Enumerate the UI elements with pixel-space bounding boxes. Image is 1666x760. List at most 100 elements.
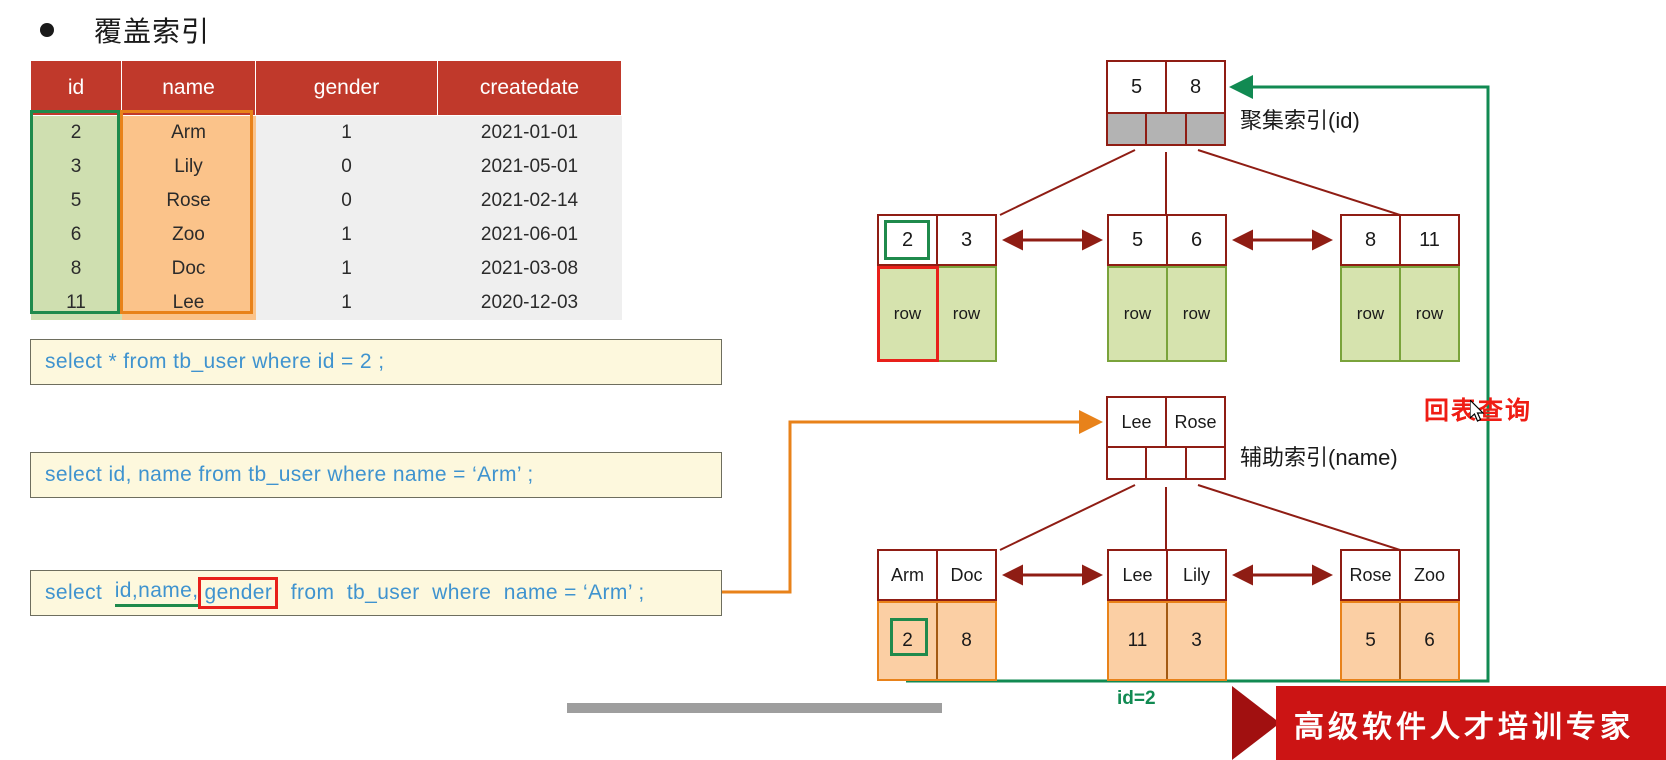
id-column-highlight [30, 110, 120, 314]
banner-text: 高级软件人才培训专家 [1294, 711, 1634, 744]
banner-wedge [1232, 686, 1280, 760]
bullet-icon [40, 23, 54, 37]
cell-createdate: 2021-05-01 [437, 150, 622, 184]
row-data-cell: row [893, 304, 922, 323]
cell-name: Lily [121, 150, 256, 184]
clustered-root-node: 5 8 [1106, 60, 1226, 114]
clustered-leaf-data: row row [1107, 266, 1227, 362]
sql-text-1: select * from tb_user where id = 2 ; [45, 350, 385, 373]
cell-createdate: 2021-02-14 [437, 184, 622, 218]
table-row: 3 Lily 0 2021-05-01 [30, 150, 622, 184]
row-data-cell: row [936, 268, 995, 360]
sql-text-2: select id, name from tb_user where name … [45, 463, 534, 486]
cell-id: 8 [30, 252, 122, 286]
secondary-leaf-key: Lee [1109, 551, 1166, 599]
cell-name: Doc [121, 252, 256, 286]
secondary-id-cell: 11 [1127, 630, 1148, 651]
cell-createdate: 2021-01-01 [437, 115, 622, 150]
secondary-leaf-ids: 11 3 [1107, 601, 1227, 681]
pointer-cell [1184, 114, 1224, 144]
row-data-cell: row [1166, 268, 1225, 360]
secondary-leaf-node: Arm Doc [877, 549, 997, 601]
clustered-leaf-key: 6 [1166, 216, 1225, 264]
clustered-index-label: 聚集索引(id) [1240, 108, 1360, 133]
cell-id: 6 [30, 218, 122, 252]
cell-name: Rose [121, 184, 256, 218]
clustered-root-pointers [1106, 114, 1226, 146]
table-row: 11 Lee 1 2020-12-03 [30, 286, 622, 320]
cell-id: 3 [30, 150, 122, 184]
cell-name: Lee [121, 286, 256, 320]
user-data-table: id name gender createdate 2 Arm 1 2021-0… [30, 60, 622, 320]
table-row: 8 Doc 1 2021-03-08 [30, 252, 622, 286]
row-data-cell: row [1123, 304, 1152, 323]
secondary-id-cell: 2 [902, 630, 913, 651]
clustered-leaf-key: 3 [936, 216, 995, 264]
banner-bar [1276, 686, 1666, 760]
cell-gender: 1 [255, 252, 438, 286]
pointer-cell [1108, 114, 1145, 144]
cell-gender: 0 [255, 150, 438, 184]
secondary-root-key: Lee [1108, 398, 1165, 446]
pointer-cell [1184, 448, 1224, 478]
clustered-leaf-key: 5 [1109, 216, 1166, 264]
name-column-highlight [120, 110, 253, 314]
secondary-leaf-key: Lily [1166, 551, 1225, 599]
pointer-cell [1108, 448, 1145, 478]
mouse-cursor-icon [1470, 400, 1485, 422]
secondary-leaf-ids: 2 8 [877, 601, 997, 681]
progress-bar[interactable] [567, 703, 942, 713]
secondary-id-cell: 3 [1166, 603, 1225, 679]
row-data-cell: row [1356, 304, 1385, 323]
slide-heading: 覆盖索引 [40, 10, 210, 50]
column-header-createdate: createdate [437, 60, 622, 116]
secondary-leaf-node: Rose Zoo [1340, 549, 1460, 601]
column-header-gender: gender [255, 60, 438, 116]
table-row: 6 Zoo 1 2021-06-01 [30, 218, 622, 252]
pointer-cell [1145, 114, 1184, 144]
sql-statement-3: select id,name,gender from tb_user where… [30, 570, 722, 616]
sql-statement-2: select id, name from tb_user where name … [30, 452, 722, 498]
clustered-root-key: 8 [1165, 62, 1224, 112]
clustered-key-2-highlight [884, 220, 930, 260]
table-row: 5 Rose 0 2021-02-14 [30, 184, 622, 218]
clustered-leaf-node: 2 3 [877, 214, 997, 266]
secondary-root-pointers [1106, 448, 1226, 480]
secondary-leaf-key: Doc [936, 551, 995, 599]
table-header-row: id name gender createdate [30, 60, 622, 116]
cell-id: 5 [30, 184, 122, 218]
cell-id: 11 [30, 286, 122, 320]
secondary-leaf-ids: 5 6 [1340, 601, 1460, 681]
cell-gender: 1 [255, 286, 438, 320]
secondary-index-label: 辅助索引(name) [1240, 445, 1398, 470]
cell-gender: 0 [255, 184, 438, 218]
pointer-cell [1145, 448, 1184, 478]
cell-gender: 1 [255, 218, 438, 252]
cell-gender: 1 [255, 115, 438, 150]
secondary-id-cell: 6 [1399, 603, 1458, 679]
secondary-root-key: Rose [1165, 398, 1224, 446]
clustered-leaf-key: 2 [879, 216, 936, 264]
secondary-leaf-node: Lee Lily [1107, 549, 1227, 601]
row-data-cell: row [1399, 268, 1458, 360]
table-row: 2 Arm 1 2021-01-01 [30, 115, 622, 150]
secondary-leaf-key: Rose [1342, 551, 1399, 599]
id-equals-label: id=2 [1117, 688, 1156, 709]
secondary-leaf-key: Zoo [1399, 551, 1458, 599]
cell-name: Arm [121, 115, 256, 150]
sql-statement-1: select * from tb_user where id = 2 ; [30, 339, 722, 385]
cell-id: 2 [30, 115, 122, 150]
sql-text-3a: select [45, 581, 115, 604]
secondary-root-node: Lee Rose [1106, 396, 1226, 448]
cell-createdate: 2020-12-03 [437, 286, 622, 320]
secondary-id-2-highlight [890, 618, 928, 656]
sql-text-3b: from tb_user where name = ‘Arm’ ; [278, 581, 645, 604]
secondary-id-cell: 5 [1365, 630, 1376, 651]
clustered-leaf-key: 11 [1399, 216, 1458, 264]
clustered-leaf-data: row row [1340, 266, 1460, 362]
clustered-row-highlight [877, 266, 939, 362]
cell-name: Zoo [121, 218, 256, 252]
cell-createdate: 2021-06-01 [437, 218, 622, 252]
page-title: 覆盖索引 [94, 16, 211, 47]
cell-createdate: 2021-03-08 [437, 252, 622, 286]
